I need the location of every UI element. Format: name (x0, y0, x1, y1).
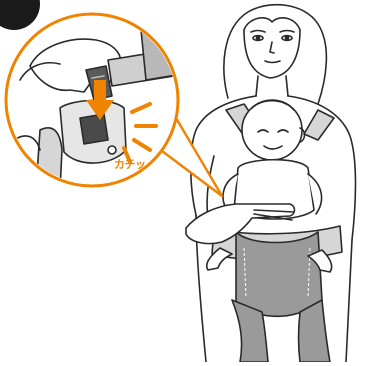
click-sound-label: カチッ (114, 156, 146, 172)
step-badge-icon (0, 0, 40, 30)
